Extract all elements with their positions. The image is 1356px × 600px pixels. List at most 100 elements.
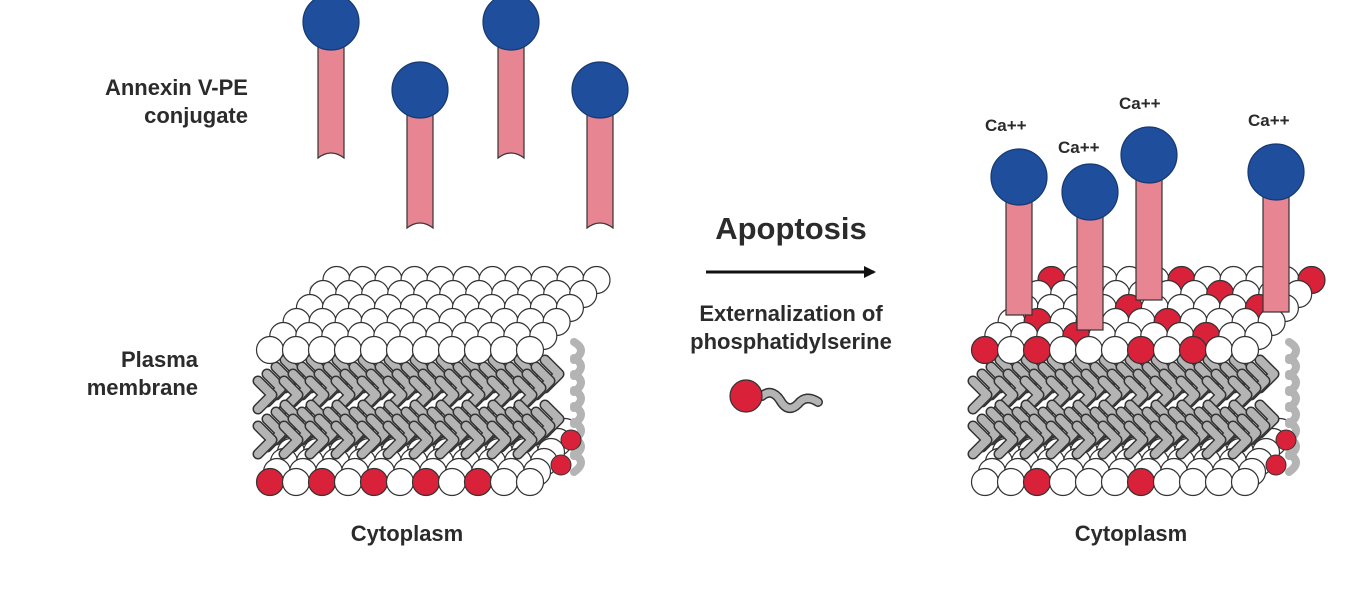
left-membrane [252, 265, 611, 497]
lipid-tail [1073, 422, 1095, 458]
externalization-label-line1: Externalization of [699, 301, 883, 326]
lipid-head [385, 467, 415, 497]
lipid-head [489, 467, 519, 497]
phosphatidylserine-head [560, 429, 582, 451]
conjugate-stem [586, 89, 614, 230]
free-conjugates [302, 0, 629, 230]
conjugate-stem [497, 21, 525, 160]
phosphatidylserine-head [1126, 467, 1156, 497]
annexin-head [1061, 163, 1119, 221]
cytoplasm-label-left: Cytoplasm [350, 521, 464, 546]
lipid-head [333, 467, 363, 497]
lipid-head [1100, 335, 1130, 365]
ps-tail [758, 389, 822, 412]
lipid-head [1074, 335, 1104, 365]
conjugate-label-line1: Annexin V-PE [104, 75, 248, 100]
membrane-label-line1: Plasma [120, 347, 198, 372]
conjugate-label: Annexin V-PE conjugate [44, 74, 248, 129]
lipid-head [307, 335, 337, 365]
lipid-head [1178, 467, 1208, 497]
lipid-head [281, 335, 311, 365]
lipid-head [463, 335, 493, 365]
lipid-head [1100, 467, 1130, 497]
lipid-head [970, 467, 1000, 497]
lipid-tail [1021, 422, 1043, 458]
phosphatidylserine-head [359, 467, 389, 497]
phosphatidylserine-head [1126, 335, 1156, 365]
lipid-head [489, 335, 519, 365]
phosphatidylserine-head [463, 467, 493, 497]
lipid-head [1204, 335, 1234, 365]
lipid-head [996, 335, 1026, 365]
calcium-label-2: Ca++ [1058, 138, 1100, 157]
lipid-tail [1229, 422, 1251, 458]
lipid-head [281, 467, 311, 497]
lipid-tail [488, 422, 510, 458]
annexin-head [990, 148, 1048, 206]
lipid-head [1204, 467, 1234, 497]
bound-conjugates [990, 126, 1305, 331]
lipid-tail [570, 450, 585, 476]
lipid-head [333, 335, 363, 365]
lipid-head [1074, 467, 1104, 497]
lipid-tail [462, 422, 484, 458]
annexin-head [482, 0, 540, 51]
phosphatidylserine-head [307, 467, 337, 497]
lipid-head [437, 335, 467, 365]
lipid-tail [969, 422, 991, 458]
membrane-label: Plasma membrane [40, 346, 198, 401]
lipid-head [437, 467, 467, 497]
externalization-label: Externalization of phosphatidylserine [651, 300, 931, 355]
lipid-tail [1285, 450, 1300, 476]
calcium-label-3: Ca++ [1119, 94, 1161, 113]
annexin-head [391, 61, 449, 119]
lipid-tail [332, 422, 354, 458]
lipid-head [1152, 335, 1182, 365]
apoptosis-label: Apoptosis [715, 211, 867, 246]
calcium-label-4: Ca++ [1248, 111, 1290, 130]
lipid-tail [1047, 422, 1069, 458]
membrane-label-line2: membrane [86, 374, 198, 400]
calcium-label-1: Ca++ [985, 116, 1027, 135]
conjugate-label-line2: conjugate [144, 102, 248, 128]
phosphatidylserine-head [1022, 335, 1052, 365]
conjugate-stem [317, 21, 345, 160]
cytoplasm-label-right: Cytoplasm [1074, 521, 1188, 546]
lipid-head [255, 335, 285, 365]
lipid-tail [384, 422, 406, 458]
externalization-label-line2: phosphatidylserine [690, 328, 892, 354]
lipid-tail [254, 377, 276, 413]
lipid-head [411, 335, 441, 365]
phosphatidylserine-head [1022, 467, 1052, 497]
lipid-head [359, 335, 389, 365]
ps-head [729, 379, 763, 413]
phosphatidylserine-icon [729, 379, 823, 414]
lipid-tail [1151, 422, 1173, 458]
lipid-tail [436, 422, 458, 458]
lipid-head [515, 467, 545, 497]
lipid-tail [969, 377, 991, 413]
lipid-tail [254, 422, 276, 458]
lipid-tail [514, 422, 536, 458]
lipid-tail [995, 422, 1017, 458]
lipid-head [1048, 467, 1078, 497]
annexin-head [302, 0, 360, 51]
lipid-tail [1099, 422, 1121, 458]
lipid-tail [280, 422, 302, 458]
lipid-head [1152, 467, 1182, 497]
lipid-head [1230, 335, 1260, 365]
lipid-head [1048, 335, 1078, 365]
lipid-tail [410, 422, 432, 458]
annexin-head [1247, 143, 1305, 201]
phosphatidylserine-head [550, 454, 572, 476]
phosphatidylserine-head [255, 467, 285, 497]
lipid-head [1230, 467, 1260, 497]
phosphatidylserine-head [1265, 454, 1287, 476]
conjugate-stem [406, 89, 434, 230]
lipid-tail [1203, 422, 1225, 458]
phosphatidylserine-head [970, 335, 1000, 365]
phosphatidylserine-head [1275, 429, 1297, 451]
lipid-tail [306, 422, 328, 458]
annexin-head [1120, 126, 1178, 184]
